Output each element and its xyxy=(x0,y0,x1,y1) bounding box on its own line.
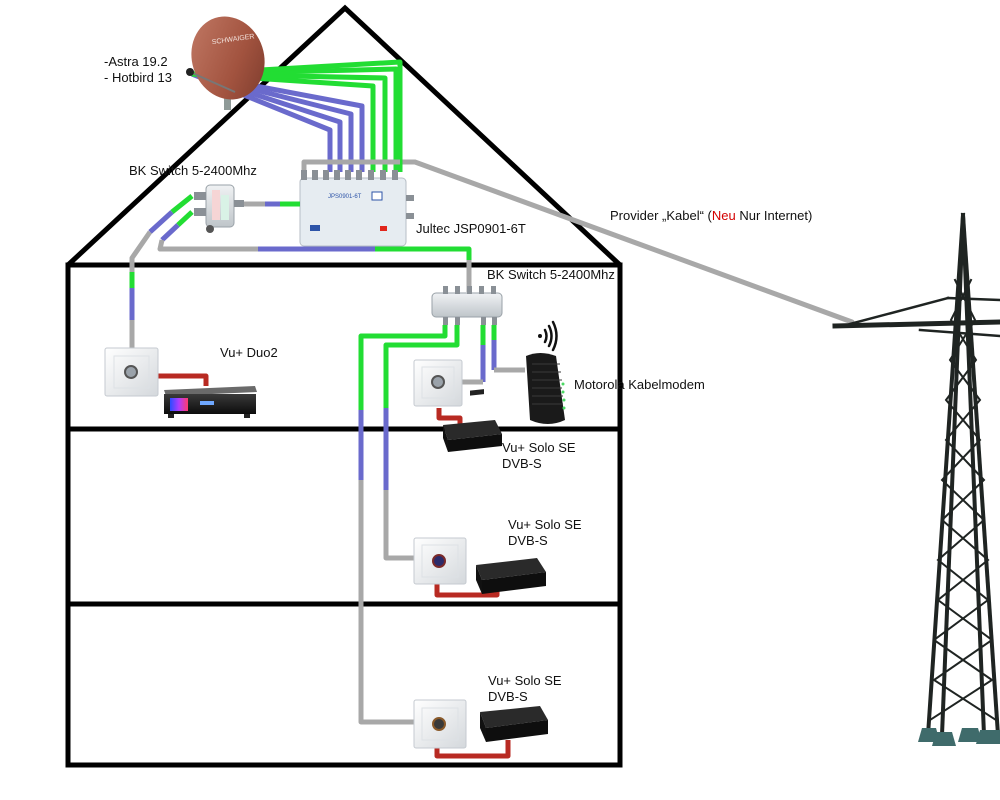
receiver-solo-3-label-line2: DVB-S xyxy=(488,689,528,704)
bk-switch-attic-label: BK Switch 5-2400Mhz xyxy=(487,267,615,282)
receiver-solo-2-label-line1: Vu+ Solo SE xyxy=(508,517,582,532)
satellite-dish-icon: SCHWAIGER xyxy=(186,16,265,110)
pylon-lattice xyxy=(928,278,998,722)
satellite-label-astra: -Astra 19.2 xyxy=(104,54,168,69)
set-top-box-icon xyxy=(476,558,546,594)
roof xyxy=(66,4,622,267)
receiver-solo-1-label-line1: Vu+ Solo SE xyxy=(502,440,576,455)
provider-label-suffix: Nur Internet) xyxy=(735,208,813,223)
provider-label: Provider „Kabel“ (Neu Nur Internet) xyxy=(610,208,812,224)
distribution-cables xyxy=(358,325,525,725)
house-walls xyxy=(65,262,623,768)
receiver-solo-3-label-line1: Vu+ Solo SE xyxy=(488,673,562,688)
pylon-foundations xyxy=(918,728,1000,746)
bk-switch-roof-label: BK Switch 5-2400Mhz xyxy=(129,163,257,178)
set-top-box-icon xyxy=(480,706,548,742)
antenna-wall-socket-icon xyxy=(104,347,159,397)
antenna-wall-socket-icon xyxy=(413,699,467,749)
receiver-duo2-label: Vu+ Duo2 xyxy=(220,345,278,360)
splitter-icon xyxy=(431,286,503,325)
house-outline xyxy=(65,4,623,768)
receiver-solo-2-label-line2: DVB-S xyxy=(508,533,548,548)
multiswitch-icon: JPS0901-6T xyxy=(299,170,414,247)
set-top-box-icon xyxy=(164,386,257,418)
set-top-box-icon xyxy=(443,389,502,452)
satellite-label-hotbird: - Hotbird 13 xyxy=(104,70,172,85)
splitter-icon xyxy=(194,184,244,233)
provider-cable xyxy=(397,159,855,325)
multiswitch-label: Jultec JSP0901-6T xyxy=(416,221,526,236)
roof-cables xyxy=(129,194,472,348)
power-pylon-icon xyxy=(832,212,1000,746)
provider-label-new: Neu xyxy=(711,208,736,223)
antenna-wall-socket-icon xyxy=(413,537,467,585)
provider-label-prefix: Provider „Kabel“ ( xyxy=(610,208,712,223)
multiswitch-model-print: JPS0901-6T xyxy=(328,194,362,200)
modem-label: Motorola Kabelmodem xyxy=(574,377,705,392)
antenna-wall-socket-icon xyxy=(413,359,463,407)
cable-modem-icon xyxy=(526,353,566,424)
receiver-solo-1-label-line2: DVB-S xyxy=(502,456,542,471)
wifi-icon xyxy=(538,320,558,352)
